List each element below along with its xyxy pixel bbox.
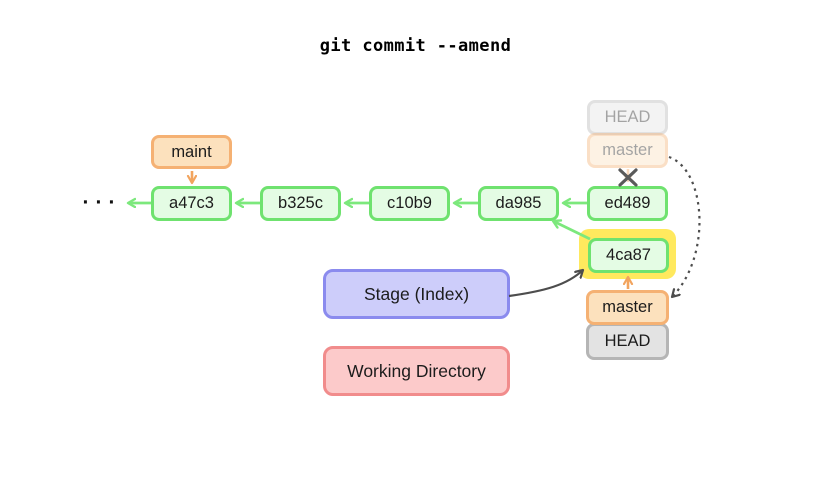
stage-index-text: Stage (Index) <box>363 283 470 304</box>
arrow-stage-to-4ca87 <box>508 270 583 298</box>
commit-c10b9: c10b9 <box>369 186 450 221</box>
commit-da985: da985 <box>478 186 559 221</box>
commit-da985-text: da985 <box>495 194 542 212</box>
working-directory-text: Working Directory <box>347 360 486 381</box>
commit-ed489: ed489 <box>587 186 668 221</box>
new-head-label: HEAD <box>586 323 669 360</box>
new-master-label: master <box>586 290 669 325</box>
history-ellipsis: ··· <box>82 190 122 214</box>
commit-a47c3-text: a47c3 <box>169 194 214 212</box>
old-master-label: master <box>587 133 668 168</box>
diagram-title: git commit --amend <box>319 36 512 56</box>
commit-a47c3: a47c3 <box>151 186 232 221</box>
working-directory-box: Working Directory <box>323 346 510 396</box>
new-master-text: master <box>602 298 653 316</box>
commit-4ca87-text: 4ca87 <box>606 246 651 264</box>
arrow-old-master-to-new-master-dotted <box>668 155 701 297</box>
branch-label-maint: maint <box>151 135 232 169</box>
commit-b325c: b325c <box>260 186 341 221</box>
old-head-label: HEAD <box>587 100 668 135</box>
cross-icon <box>618 168 638 187</box>
commit-b325c-text: b325c <box>278 194 323 212</box>
stage-index-box: Stage (Index) <box>323 269 510 319</box>
commit-4ca87: 4ca87 <box>588 238 669 273</box>
old-head-text: HEAD <box>604 108 651 126</box>
old-master-text: master <box>602 141 653 159</box>
branch-label-maint-text: maint <box>171 142 212 161</box>
new-head-text: HEAD <box>604 332 651 350</box>
commit-ed489-text: ed489 <box>604 194 651 212</box>
commit-c10b9-text: c10b9 <box>387 194 432 212</box>
